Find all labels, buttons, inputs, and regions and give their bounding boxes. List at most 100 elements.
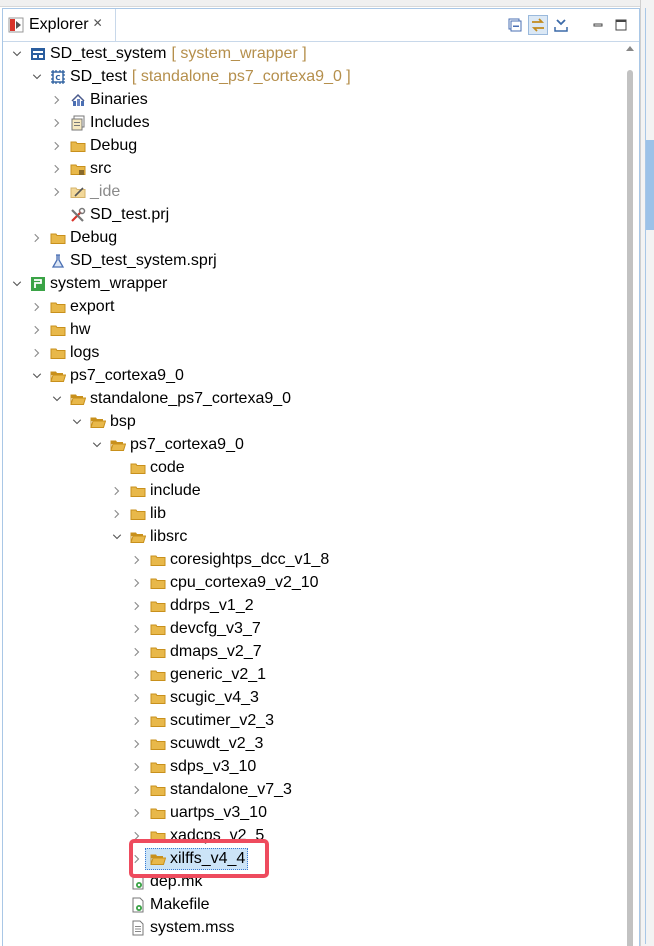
close-icon[interactable]: ✕ — [92, 16, 103, 30]
tree-item-content[interactable]: dmaps_v2_7 — [145, 641, 265, 663]
tree-item[interactable]: xadcps_v2_5 — [3, 824, 623, 847]
chevron-right-icon[interactable] — [49, 115, 65, 131]
chevron-right-icon[interactable] — [29, 299, 45, 315]
tree-item[interactable]: ps7_cortexa9_0 — [3, 433, 623, 456]
chevron-down-icon[interactable] — [69, 414, 85, 430]
tree-item[interactable]: ddrps_v1_2 — [3, 594, 623, 617]
tree-item-content[interactable]: system.mss — [125, 917, 237, 939]
chevron-right-icon[interactable] — [129, 736, 145, 752]
chevron-right-icon[interactable] — [49, 92, 65, 108]
chevron-right-icon[interactable] — [49, 138, 65, 154]
tree-item-content[interactable]: hw — [45, 319, 93, 341]
chevron-down-icon[interactable] — [29, 69, 45, 85]
tree-item-content[interactable]: Includes — [65, 112, 153, 134]
chevron-right-icon[interactable] — [129, 552, 145, 568]
chevron-right-icon[interactable] — [129, 690, 145, 706]
tree-item[interactable]: logs — [3, 341, 623, 364]
tree-item-content[interactable]: xadcps_v2_5 — [145, 825, 267, 847]
chevron-right-icon[interactable] — [29, 322, 45, 338]
tree-item[interactable]: scugic_v4_3 — [3, 686, 623, 709]
tree-item[interactable]: export — [3, 295, 623, 318]
tree-item[interactable]: lib — [3, 502, 623, 525]
tree-item[interactable]: include — [3, 479, 623, 502]
chevron-right-icon[interactable] — [129, 759, 145, 775]
tree-item[interactable]: cpu_cortexa9_v2_10 — [3, 571, 623, 594]
tree-item-content[interactable]: logs — [45, 342, 102, 364]
tree-item-content[interactable]: SD_test_system.sprj — [45, 250, 220, 272]
tree-item-content[interactable]: SD_test.prj — [65, 204, 172, 226]
chevron-down-icon[interactable] — [109, 529, 125, 545]
tree-item-content[interactable]: standalone_ps7_cortexa9_0 — [65, 388, 294, 410]
chevron-right-icon[interactable] — [129, 782, 145, 798]
tree-item[interactable]: dmaps_v2_7 — [3, 640, 623, 663]
tree-item[interactable]: SD_test.prj — [3, 203, 623, 226]
minimize-button[interactable] — [588, 15, 608, 35]
tree-item[interactable]: system_wrapper — [3, 272, 623, 295]
tree-item-content[interactable]: dep.mk — [125, 871, 205, 893]
tree-item-content[interactable]: devcfg_v3_7 — [145, 618, 264, 640]
chevron-right-icon[interactable] — [129, 805, 145, 821]
chevron-down-icon[interactable] — [29, 368, 45, 384]
tab-explorer[interactable]: Explorer ✕ — [3, 9, 116, 41]
tree-item-content[interactable]: ddrps_v1_2 — [145, 595, 257, 617]
tree-item-content[interactable]: xilffs_v4_4 — [145, 847, 249, 870]
scrollbar-thumb[interactable] — [627, 70, 633, 946]
tree-item-content[interactable]: lib — [125, 503, 169, 525]
tree-item-content[interactable]: libsrc — [125, 526, 190, 548]
chevron-right-icon[interactable] — [129, 621, 145, 637]
tree-item-content[interactable]: Makefile — [125, 894, 213, 916]
chevron-right-icon[interactable] — [129, 667, 145, 683]
tree-item-content[interactable]: coresightps_dcc_v1_8 — [145, 549, 332, 571]
tree-item[interactable]: Debug — [3, 226, 623, 249]
tree-item[interactable]: Makefile — [3, 893, 623, 916]
chevron-down-icon[interactable] — [9, 46, 25, 62]
chevron-right-icon[interactable] — [129, 644, 145, 660]
tree-item-content[interactable]: scuwdt_v2_3 — [145, 733, 266, 755]
tree-item[interactable]: hw — [3, 318, 623, 341]
chevron-right-icon[interactable] — [129, 575, 145, 591]
tree-item-content[interactable]: sdps_v3_10 — [145, 756, 259, 778]
tree-item[interactable]: coresightps_dcc_v1_8 — [3, 548, 623, 571]
collapse-all-button[interactable] — [505, 15, 525, 35]
tree-item-content[interactable]: generic_v2_1 — [145, 664, 269, 686]
chevron-right-icon[interactable] — [49, 161, 65, 177]
chevron-right-icon[interactable] — [129, 598, 145, 614]
tree-item-content[interactable]: _ide — [65, 181, 123, 203]
tree-item[interactable]: uartps_v3_10 — [3, 801, 623, 824]
tree-item-content[interactable]: code — [125, 457, 188, 479]
tree-item-content[interactable]: standalone_v7_3 — [145, 779, 295, 801]
tree-item-content[interactable]: src — [65, 158, 114, 180]
view-menu-button[interactable] — [551, 15, 571, 35]
tree-item-content[interactable]: SD_test_system[ system_wrapper ] — [25, 43, 310, 65]
vertical-scrollbar[interactable] — [622, 42, 639, 946]
tree-item-content[interactable]: ps7_cortexa9_0 — [45, 365, 187, 387]
chevron-right-icon[interactable] — [129, 713, 145, 729]
tree-item[interactable]: dep.mk — [3, 870, 623, 893]
adjacent-view-scroll-thumb[interactable] — [646, 140, 654, 230]
chevron-right-icon[interactable] — [109, 506, 125, 522]
tree-item[interactable]: SD_test_system[ system_wrapper ] — [3, 42, 623, 65]
tree-item-content[interactable]: include — [125, 480, 204, 502]
tree-item[interactable]: devcfg_v3_7 — [3, 617, 623, 640]
tree-item-content[interactable]: scutimer_v2_3 — [145, 710, 277, 732]
maximize-button[interactable] — [611, 15, 631, 35]
scroll-up-arrow-icon[interactable] — [626, 46, 634, 51]
tree-item-content[interactable]: system_wrapper — [25, 273, 170, 295]
tree-item-content[interactable]: Binaries — [65, 89, 151, 111]
tree-item[interactable]: src — [3, 157, 623, 180]
tree-item[interactable]: sdps_v3_10 — [3, 755, 623, 778]
chevron-down-icon[interactable] — [89, 437, 105, 453]
tree-item[interactable]: scutimer_v2_3 — [3, 709, 623, 732]
tree-item[interactable]: generic_v2_1 — [3, 663, 623, 686]
tree-item[interactable]: standalone_ps7_cortexa9_0 — [3, 387, 623, 410]
link-with-editor-button[interactable] — [528, 15, 548, 35]
tree-item[interactable]: libsrc — [3, 525, 623, 548]
chevron-down-icon[interactable] — [49, 391, 65, 407]
tree-item[interactable]: _ide — [3, 180, 623, 203]
chevron-right-icon[interactable] — [129, 851, 145, 867]
tree-item[interactable]: Debug — [3, 134, 623, 157]
tree-item[interactable]: ps7_cortexa9_0 — [3, 364, 623, 387]
tree-item[interactable]: Binaries — [3, 88, 623, 111]
chevron-right-icon[interactable] — [109, 483, 125, 499]
